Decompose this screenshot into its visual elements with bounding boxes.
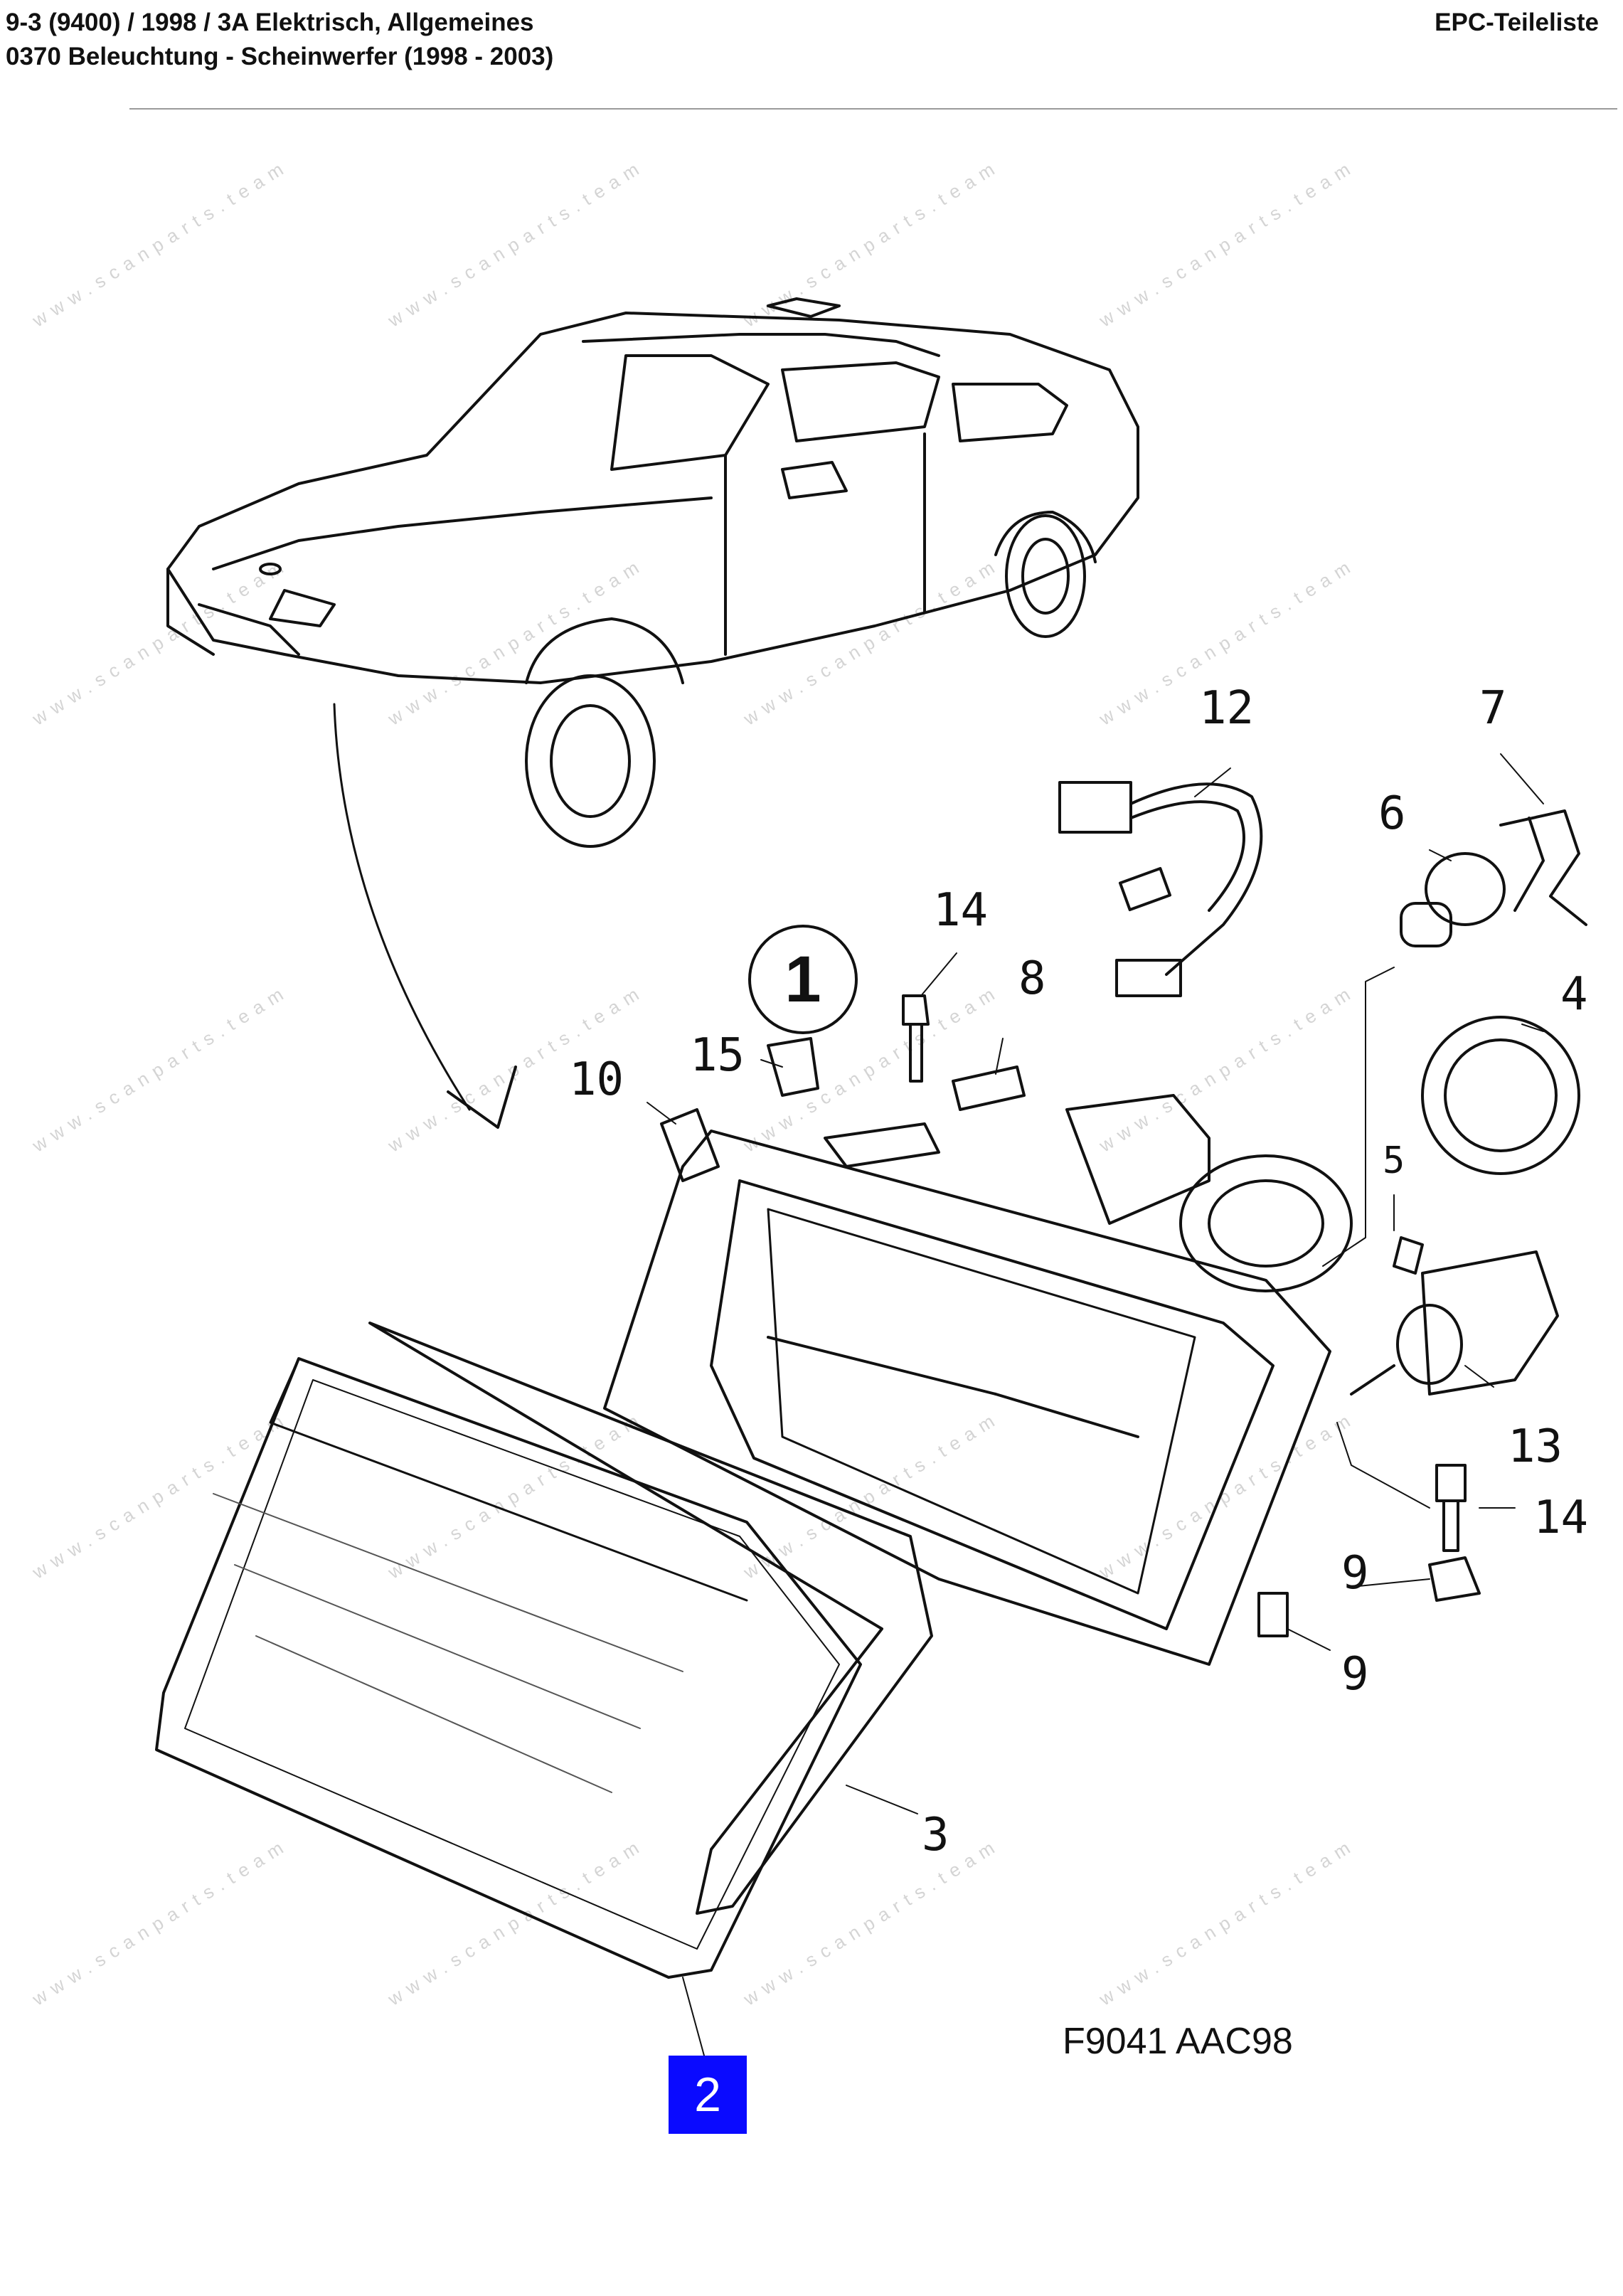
bulb-and-clip-drawing bbox=[1400, 809, 1587, 947]
catalog-label: EPC-Teileliste bbox=[1435, 9, 1599, 36]
callout-3[interactable]: 3 bbox=[922, 1809, 949, 1861]
headlamp-lens-drawing bbox=[155, 1357, 862, 1979]
callout-15[interactable]: 15 bbox=[690, 1029, 745, 1082]
header-divider bbox=[129, 108, 1617, 110]
section-title: 0370 Beleuchtung - Scheinwerfer (1998 - … bbox=[6, 43, 554, 70]
lens-gasket-drawing bbox=[368, 1322, 933, 1915]
screw-drawing bbox=[902, 994, 1467, 1552]
leveling-motor-drawing bbox=[1350, 1250, 1559, 1396]
callout-4[interactable]: 4 bbox=[1560, 968, 1588, 1021]
leader-lines bbox=[646, 753, 1544, 2056]
callout-7[interactable]: 7 bbox=[1479, 682, 1507, 735]
wiring-harness-drawing bbox=[1058, 781, 1263, 997]
retaining-ring-drawing bbox=[1421, 1016, 1580, 1175]
clip-15-drawing bbox=[767, 1037, 819, 1097]
callout-2-selected[interactable]: 2 bbox=[669, 2056, 747, 2134]
location-arrow-head bbox=[447, 1065, 517, 1129]
bracket-10-drawing bbox=[660, 1108, 720, 1182]
callout-1[interactable]: 1 bbox=[748, 925, 858, 1034]
figure-code: F9041 AAC98 bbox=[1063, 2021, 1293, 2062]
car-illustration bbox=[166, 297, 1139, 848]
callout-9-lower[interactable]: 9 bbox=[1341, 1648, 1369, 1701]
location-arrow bbox=[333, 703, 471, 1111]
clip-8-drawing bbox=[952, 1065, 1026, 1111]
callout-5[interactable]: 5 bbox=[1383, 1139, 1405, 1182]
callout-6[interactable]: 6 bbox=[1378, 787, 1406, 840]
parking-bulb-drawing bbox=[1393, 1236, 1424, 1275]
callout-14-top[interactable]: 14 bbox=[933, 884, 989, 937]
clip-9a-drawing bbox=[1428, 1556, 1481, 1602]
headlamp-housing-drawing bbox=[603, 1094, 1353, 1666]
page-header: 9-3 (9400) / 1998 / 3A Elektrisch, Allge… bbox=[6, 6, 553, 74]
callout-14-right[interactable]: 14 bbox=[1533, 1492, 1589, 1544]
callout-9-upper[interactable]: 9 bbox=[1341, 1547, 1369, 1600]
callout-8[interactable]: 8 bbox=[1018, 952, 1046, 1005]
vehicle-model-line: 9-3 (9400) / 1998 / 3A Elektrisch, Allge… bbox=[6, 9, 534, 36]
callout-13[interactable]: 13 bbox=[1508, 1420, 1563, 1473]
callout-10[interactable]: 10 bbox=[569, 1053, 624, 1106]
callout-12[interactable]: 12 bbox=[1199, 682, 1255, 735]
clip-9b-drawing bbox=[1257, 1592, 1289, 1637]
